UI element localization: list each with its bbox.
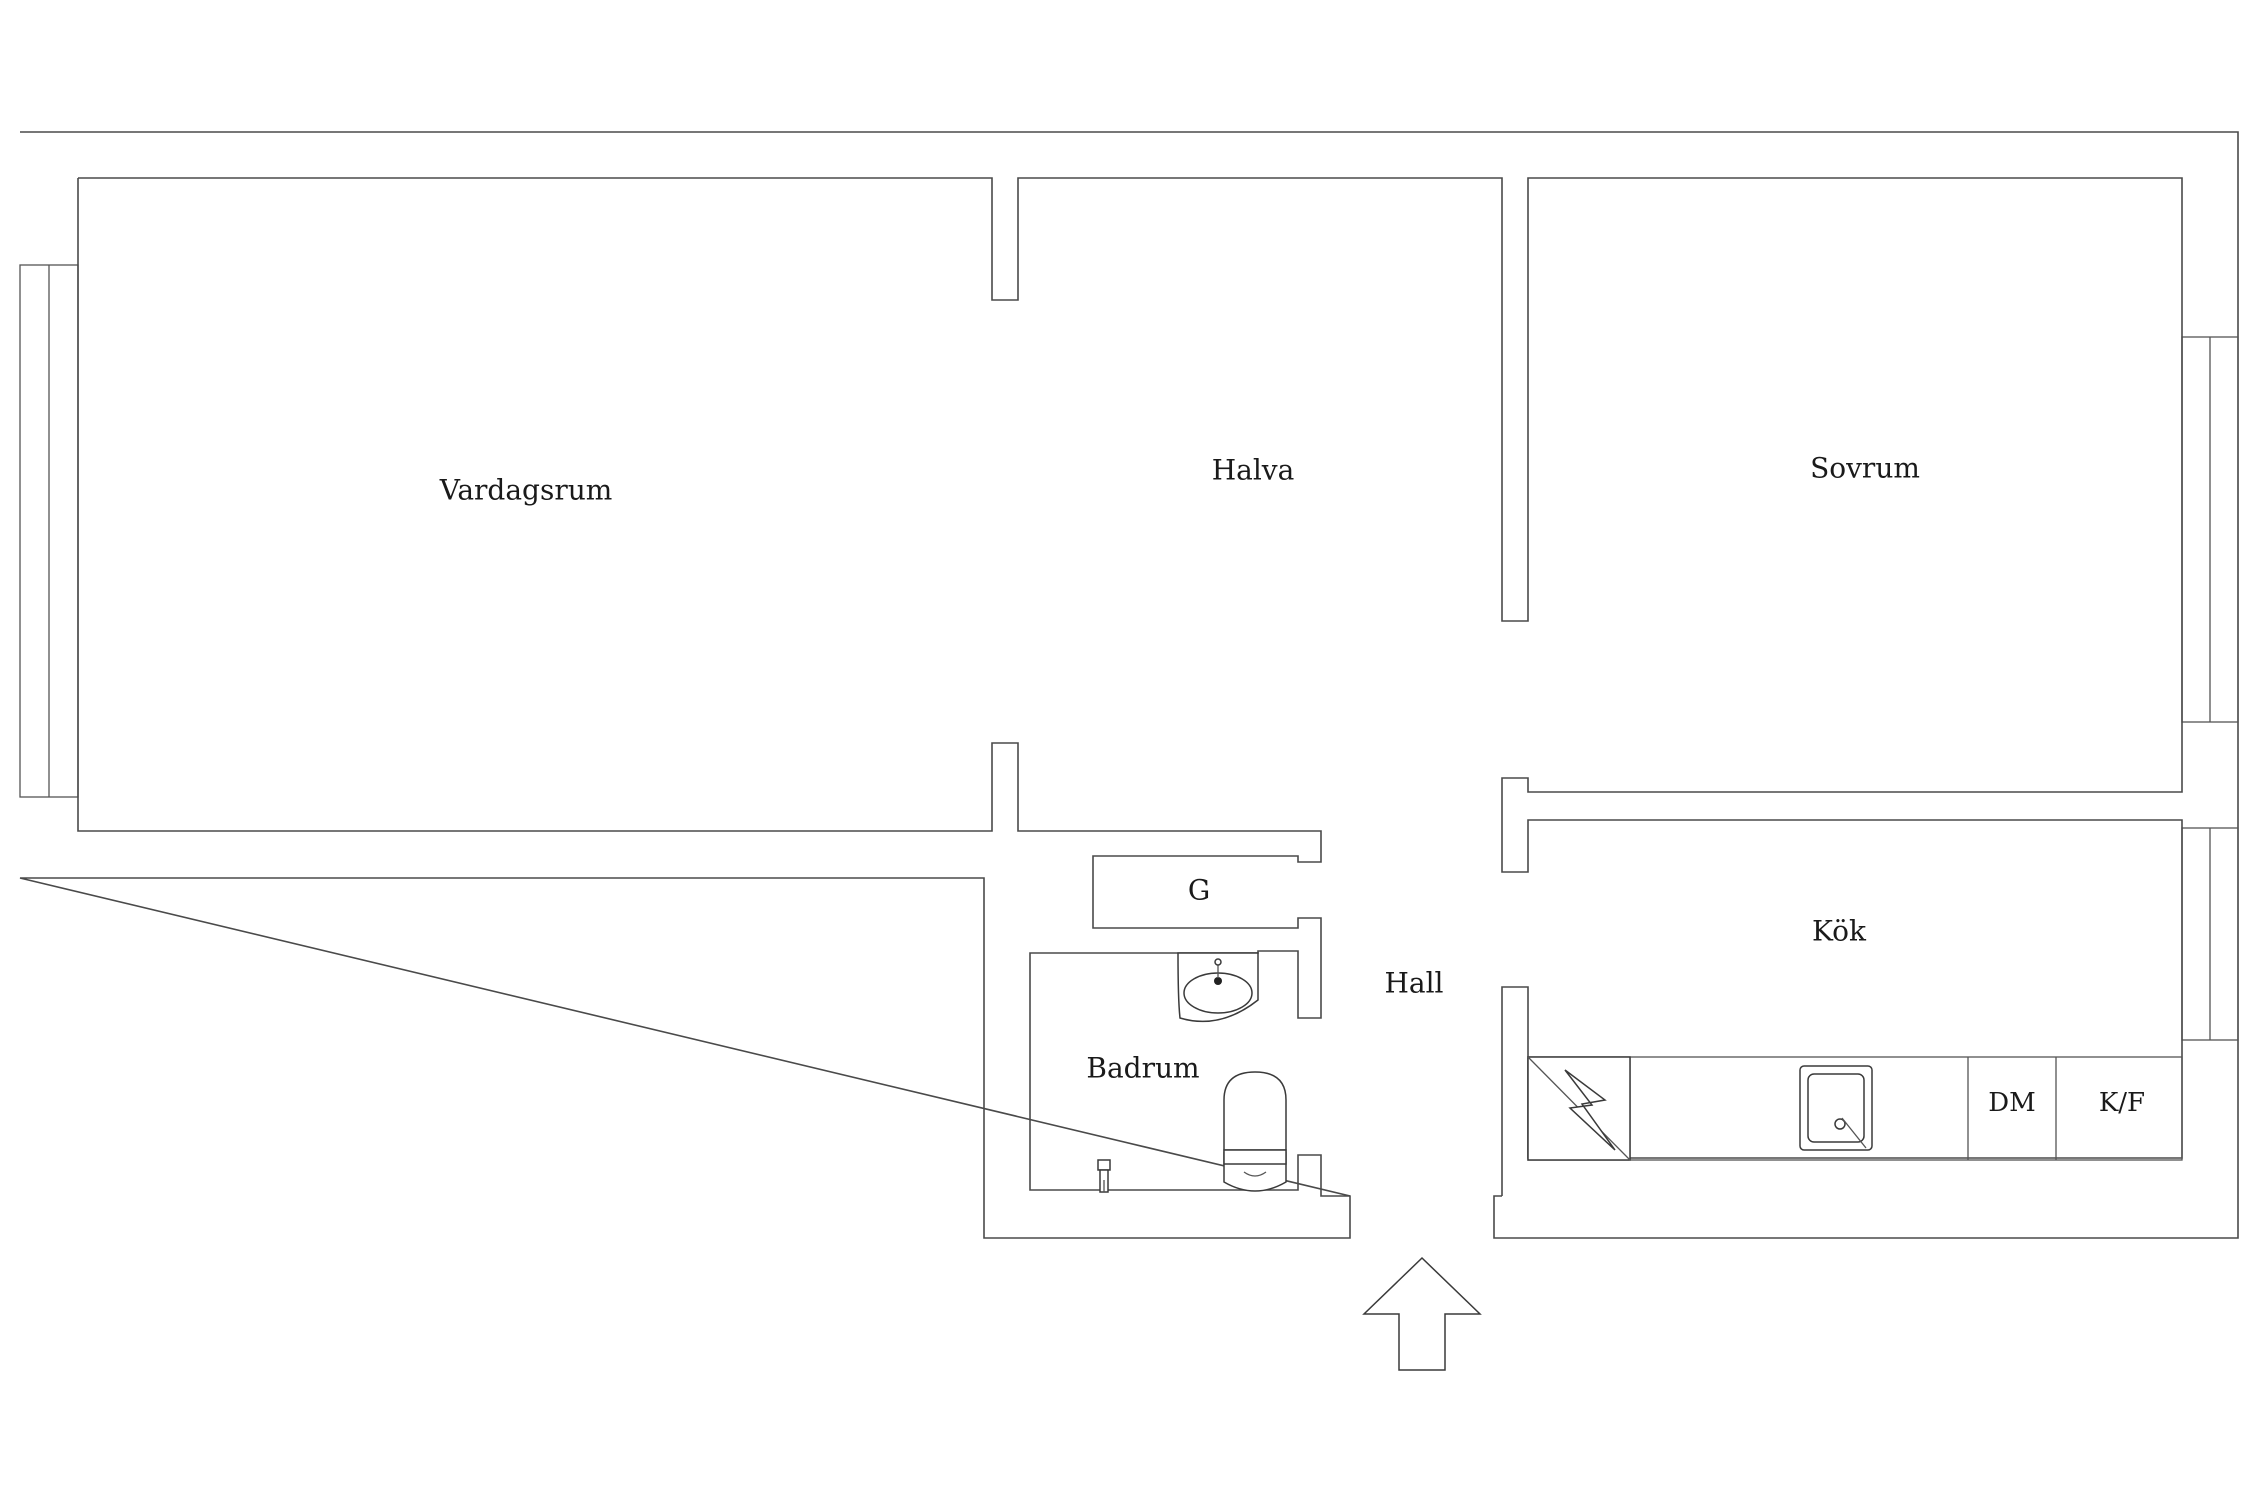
wall-vardagsrum (78, 177, 2183, 1196)
outer-walls (19, 131, 2239, 1239)
label-vardagsrum: Vardagsrum (439, 474, 613, 507)
label-hall: Hall (1384, 967, 1443, 1000)
stove (1527, 1056, 1631, 1161)
kitchen-sink (1799, 1065, 1873, 1151)
label-garderob: G (1188, 874, 1210, 907)
label-kok: Kök (1812, 915, 1867, 948)
entrance-arrow-icon (1362, 1256, 1482, 1371)
window-left (19, 264, 79, 798)
bathroom-sink (1177, 952, 1259, 1023)
toilet (1223, 1071, 1287, 1192)
floor-drain (1097, 1159, 1111, 1193)
label-dishwasher: DM (1988, 1088, 2035, 1118)
label-badrum: Badrum (1086, 1052, 1199, 1085)
wall-vardagsrum-inner (77, 178, 1350, 1197)
window-right-sovrum (2181, 336, 2239, 723)
label-fridge-freezer: K/F (2099, 1088, 2145, 1118)
label-halva: Halva (1212, 454, 1295, 487)
label-sovrum: Sovrum (1810, 452, 1920, 485)
lightning-icon (1564, 1069, 1616, 1151)
window-right-kok (2181, 827, 2239, 1041)
